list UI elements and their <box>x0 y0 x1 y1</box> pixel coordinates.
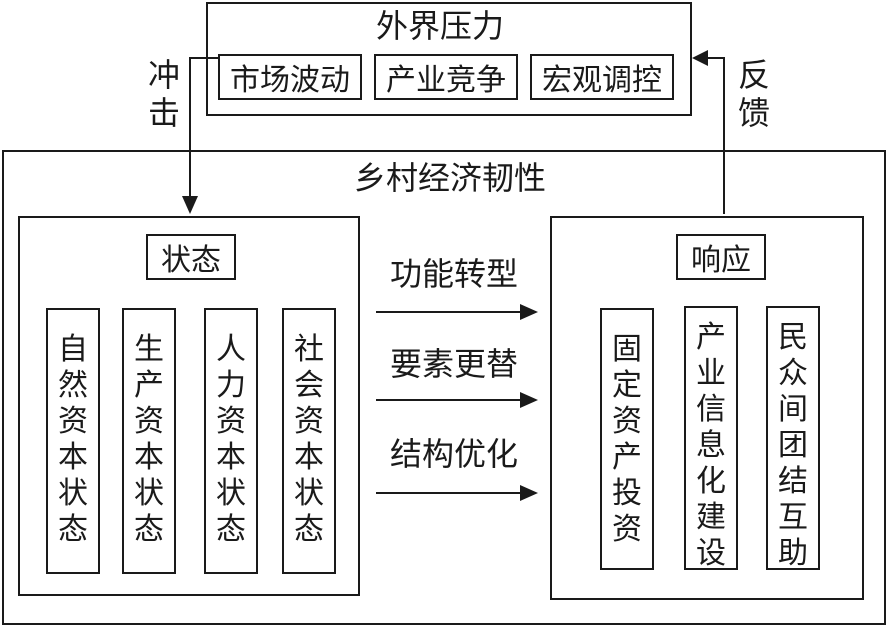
arrow-label-structure-optimization: 结构优化 <box>390 435 519 473</box>
impact-arrowhead <box>182 196 198 214</box>
response-title: 响应 <box>676 234 766 280</box>
feedback-arrow-line <box>700 57 725 214</box>
arrowhead-structure-optimization <box>520 485 538 501</box>
state-human-capital: 人力资本状态 <box>204 308 258 574</box>
arrowhead-function-transformation <box>520 304 538 320</box>
rural-resilience-title: 乡村经济韧性 <box>354 159 547 197</box>
arrow-label-function-transformation: 功能转型 <box>390 255 519 293</box>
response-fixed-asset-investment: 固定资产投资 <box>600 308 654 570</box>
state-natural-capital: 自然资本状态 <box>46 308 100 574</box>
factor-market-fluctuation: 市场波动 <box>218 54 362 100</box>
external-pressure-title: 外界压力 <box>376 7 505 45</box>
feedback-arrowhead <box>692 50 708 66</box>
state-title: 状态 <box>146 234 236 280</box>
feedback-label: 反馈 <box>738 56 771 132</box>
state-box <box>18 216 360 596</box>
rural-resilience-box <box>2 150 886 625</box>
factor-industry-competition: 产业竞争 <box>374 54 518 100</box>
response-industry-informatization: 产业信息化建设 <box>684 306 738 571</box>
impact-arrow-line <box>189 57 218 210</box>
factor-macro-regulation: 宏观调控 <box>530 54 674 100</box>
arrowhead-factor-replacement <box>520 392 538 408</box>
response-box <box>550 216 864 600</box>
state-social-capital: 社会资本状态 <box>282 308 336 574</box>
impact-label: 冲击 <box>148 56 181 132</box>
arrow-label-factor-replacement: 要素更替 <box>390 345 519 383</box>
response-mutual-aid: 民众间团结互助 <box>766 306 820 571</box>
state-production-capital: 生产资本状态 <box>122 308 176 574</box>
